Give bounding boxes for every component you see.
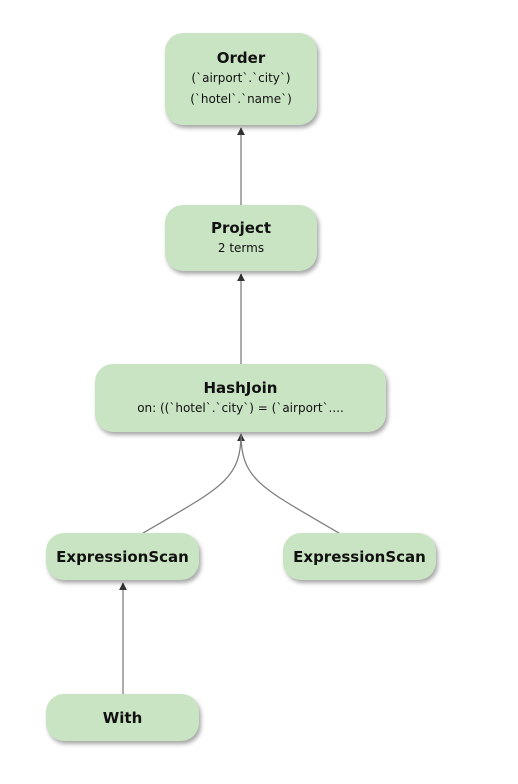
expression-scan-left-title: ExpressionScan bbox=[56, 547, 189, 566]
order-node-title: Order bbox=[216, 49, 266, 67]
project-node-detail: 2 terms bbox=[217, 240, 265, 255]
with-node[interactable]: With bbox=[46, 694, 199, 741]
project-node[interactable]: Project 2 terms bbox=[165, 205, 317, 271]
order-node-detail: (`airport`.`city`) bbox=[191, 71, 291, 85]
with-node-title: With bbox=[102, 708, 143, 727]
hashjoin-node[interactable]: HashJoin on: ((`hotel`.`city`) = (`airpo… bbox=[95, 364, 386, 432]
order-node-detail: (`hotel`.`name`) bbox=[190, 92, 292, 106]
edge-left-scan-to-hashjoin bbox=[142, 433, 245, 534]
edge-right-scan-to-hashjoin bbox=[240, 433, 340, 534]
hashjoin-node-title: HashJoin bbox=[203, 378, 278, 397]
hashjoin-node-detail: on: ((`hotel`.`city`) = (`airport`.... bbox=[137, 400, 344, 415]
expression-scan-node-right[interactable]: ExpressionScan bbox=[283, 533, 436, 580]
project-node-title: Project bbox=[210, 218, 272, 237]
expression-scan-right-title: ExpressionScan bbox=[293, 547, 426, 566]
order-node[interactable]: Order (`airport`.`city`) (`hotel`.`name`… bbox=[165, 33, 317, 125]
expression-scan-node-left[interactable]: ExpressionScan bbox=[46, 533, 199, 580]
